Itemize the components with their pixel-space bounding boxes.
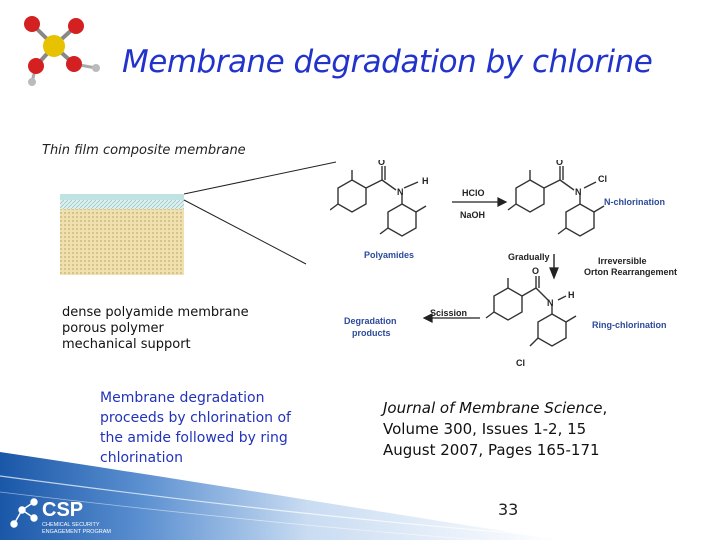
csp-logo-text: CSP	[42, 499, 83, 521]
degradation-label-2: products	[352, 328, 391, 338]
dense-layer	[60, 194, 184, 200]
ring-chlorination-label: Ring-chlorination	[592, 320, 667, 330]
layer-labels: dense polyamide membrane porous polymer …	[62, 305, 249, 353]
citation-journal: Journal of Membrane Science	[383, 399, 603, 417]
polyamides-label: Polyamides	[364, 250, 414, 260]
atom-oxygen-2: O	[556, 160, 563, 167]
layer-label-porous: porous polymer	[62, 321, 164, 336]
atom-nitrogen-2: N	[575, 187, 582, 197]
layer-label-dense: dense polyamide membrane	[62, 305, 249, 320]
gradually-label: Gradually	[508, 252, 550, 262]
benzene-ring-5	[493, 287, 523, 321]
reaction-scheme: O N H O N Cl O N H Cl HClO NaOH Polyamid…	[330, 160, 677, 368]
csp-logo-icon	[10, 498, 38, 528]
porous-layer	[60, 200, 184, 209]
citation-details: , Volume 300, Issues 1-2, 15 August 2007…	[383, 399, 608, 459]
atom-oxygen-1: O	[378, 160, 385, 167]
citation: Journal of Membrane Science, Volume 300,…	[383, 398, 618, 461]
benzene-ring-2	[387, 203, 417, 237]
atom-chlorine-2: Cl	[598, 174, 607, 184]
irreversible-label: Irreversible	[598, 256, 647, 266]
membrane-cross-section	[60, 161, 337, 275]
atom-nitrogen-1: N	[397, 187, 404, 197]
layer-label-support: mechanical support	[62, 337, 191, 352]
molecule-logo-icon	[24, 16, 100, 86]
reagent-naoh: NaOH	[460, 210, 485, 220]
degradation-label-1: Degradation	[344, 316, 397, 326]
atom-hydrogen-3: H	[568, 290, 575, 300]
csp-logo-line1: CHEMICAL SECURITY	[42, 522, 100, 528]
support-layer	[60, 209, 184, 275]
atom-hydrogen-1: H	[422, 176, 429, 186]
atom-chlorine-3: Cl	[516, 358, 525, 368]
footer-band: CSP CHEMICAL SECURITY ENGAGEMENT PROGRAM	[0, 452, 601, 540]
summary-text: Membrane degradation proceeds by chlorin…	[100, 390, 291, 466]
orton-label: Orton Rearrangement	[584, 267, 677, 277]
reagent-hclo: HClO	[462, 188, 485, 198]
benzene-ring-1	[337, 179, 367, 213]
atom-nitrogen-3: N	[547, 298, 554, 308]
page-number: 33	[498, 500, 519, 519]
membrane-label: Thin film composite membrane	[42, 143, 246, 158]
benzene-ring-3	[515, 179, 545, 213]
slide-title: Membrane degradation by chlorine	[122, 44, 653, 80]
benzene-ring-4	[565, 203, 595, 237]
n-chlorination-label: N-chlorination	[604, 197, 665, 207]
benzene-ring-6	[537, 313, 567, 347]
csp-logo-line2: ENGAGEMENT PROGRAM	[42, 529, 111, 535]
scission-label: Scission	[430, 308, 467, 318]
atom-oxygen-3: O	[532, 266, 539, 276]
